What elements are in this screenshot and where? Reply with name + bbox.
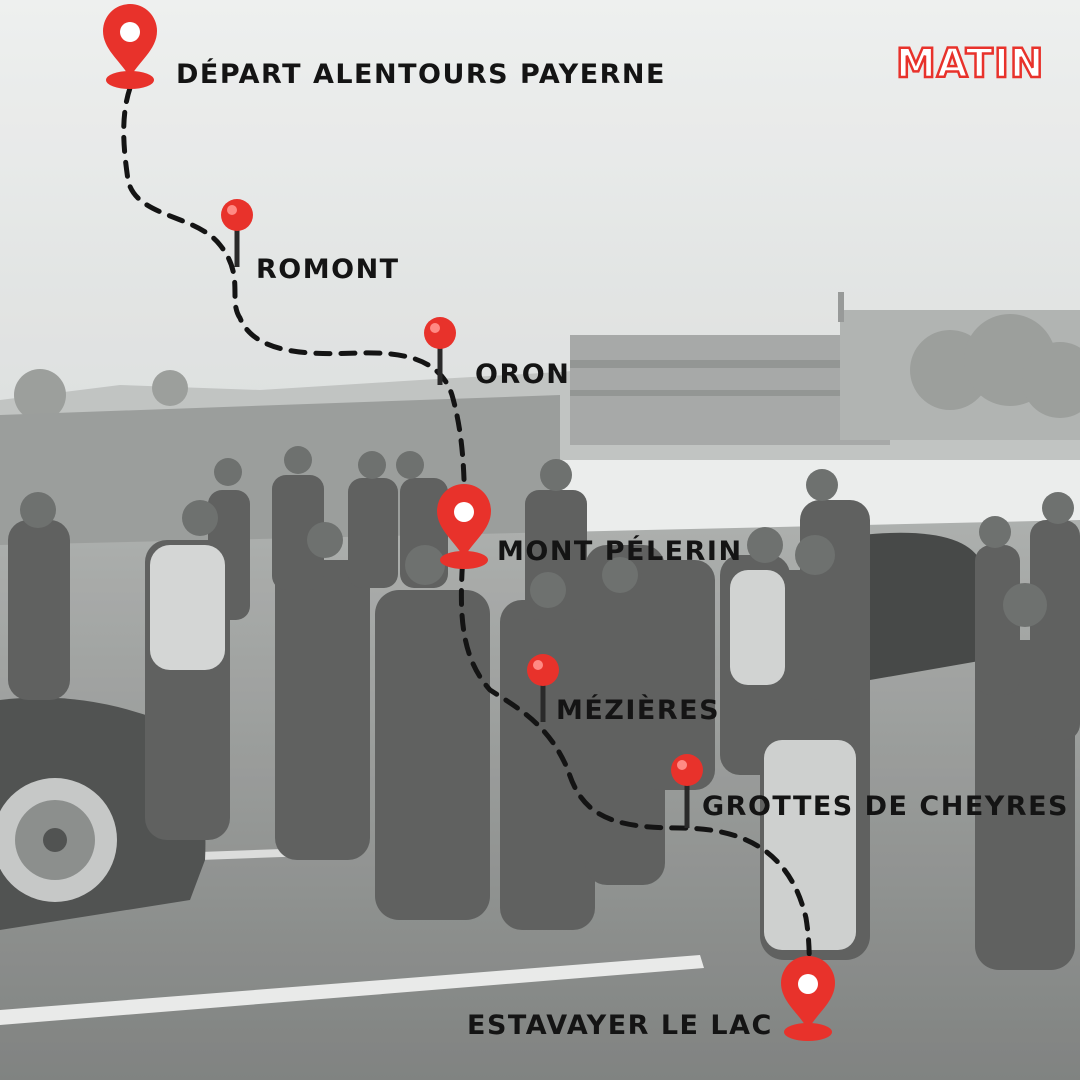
stop-label-oron: ORON [475,359,571,390]
stop-label-mezieres: MÉZIÈRES [556,695,721,726]
map-pin-large-icon [781,956,835,1041]
push-pin-icon [527,654,559,722]
section-title: MATIN [895,41,1045,87]
push-pin-icon [424,317,456,385]
push-pin-icon [671,754,703,828]
stop-label-grottes-de-cheyres: GROTTES DE CHEYRES [702,791,1069,822]
map-pin-large-icon [103,4,157,89]
stop-label-mont-pelerin: MONT PÉLERIN [497,536,743,567]
stop-label-estavayer-le-lac: ESTAVAYER LE LAC [467,1010,773,1041]
route-dashed-line [121,85,812,1018]
stop-label-depart: DÉPART ALENTOURS PAYERNE [176,59,666,90]
push-pin-icon [221,199,253,267]
stop-label-romont: ROMONT [256,254,400,285]
map-pin-large-icon [437,484,491,569]
